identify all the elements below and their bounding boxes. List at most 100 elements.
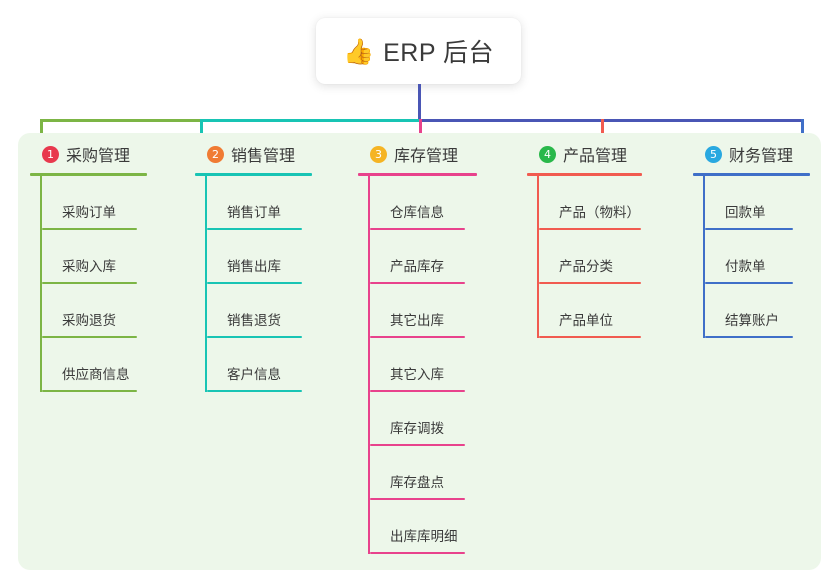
branch-item-label: 采购退货 [62,313,116,328]
branch-header-rule [195,173,312,176]
thumbs-up-icon: 👍 [342,36,375,66]
branch-item-rule [207,228,302,230]
branch-item-rule [370,498,465,500]
branch-item-list: 销售订单销售出库销售退货客户信息 [195,176,312,392]
branch-item-rule [207,336,302,338]
branch-item-label: 库存调拨 [390,421,444,436]
branch-item-label: 其它入库 [390,367,444,382]
branch-item-label: 仓库信息 [390,205,444,220]
branch-column-3[interactable]: 3 库存管理仓库信息产品库存其它出库其它入库库存调拨库存盘点出库库明细 [358,142,477,554]
branch-header-rule [693,173,810,176]
branch-item[interactable]: 销售订单 [205,176,312,230]
branch-item-label: 销售出库 [227,259,281,274]
branch-item-label: 产品单位 [559,313,613,328]
branch-item-rule [539,228,641,230]
root-title: ERP 后台 [383,39,495,67]
branch-column-4[interactable]: 4 产品管理产品（物料） 产品分类产品单位 [527,142,642,338]
branch-number-badge: 3 [370,145,387,163]
branch-title: 库存管理 [394,148,459,165]
branch-item[interactable]: 采购入库 [40,230,147,284]
connector-bus-segment-2 [200,119,419,122]
branch-item-label: 采购入库 [62,259,116,274]
branch-number-badge: 4 [539,145,556,163]
connector-bus-segment-3 [419,119,802,122]
branch-item-label: 销售退货 [227,313,281,328]
branch-item[interactable]: 客户信息 [205,338,312,392]
branch-header-1[interactable]: 1 采购管理 [30,142,147,166]
branch-item[interactable]: 采购退货 [40,284,147,338]
branch-header-2[interactable]: 2 销售管理 [195,142,312,166]
branch-number-badge: 2 [207,145,224,163]
branch-item[interactable]: 结算账户 [703,284,810,338]
branch-number-badge: 1 [42,145,59,163]
branch-title: 采购管理 [66,148,131,165]
branch-item[interactable]: 销售出库 [205,230,312,284]
branch-item-rule [370,444,465,446]
branch-title: 产品管理 [563,148,628,165]
branch-item-label: 结算账户 [725,313,779,328]
branch-item[interactable]: 产品库存 [368,230,477,284]
branch-item-label: 产品（物料） [559,205,640,220]
branch-item[interactable]: 供应商信息 [40,338,147,392]
branch-item[interactable]: 库存调拨 [368,392,477,446]
branch-item[interactable]: 出库库明细 [368,500,477,554]
branch-item[interactable]: 产品分类 [537,230,642,284]
connector-bus-segment-1 [40,119,200,122]
branch-spine [205,176,207,392]
branch-item[interactable]: 仓库信息 [368,176,477,230]
connector-root-stem [418,84,421,122]
branch-column-5[interactable]: 5 财务管理回款单付款单结算账户 [693,142,810,338]
root-node[interactable]: 👍 ERP 后台 [316,18,521,84]
branch-item-label: 产品库存 [390,259,444,274]
branch-column-1[interactable]: 1 采购管理采购订单采购入库采购退货供应商信息 [30,142,147,392]
branch-header-rule [30,173,147,176]
branch-item-list: 采购订单采购入库采购退货供应商信息 [30,176,147,392]
branch-item[interactable]: 回款单 [703,176,810,230]
branch-item-label: 回款单 [725,205,766,220]
branch-item-label: 供应商信息 [62,367,130,382]
branch-item-rule [207,282,302,284]
branch-header-5[interactable]: 5 财务管理 [693,142,810,166]
branch-item[interactable]: 销售退货 [205,284,312,338]
branch-item-rule [370,336,465,338]
branch-column-2[interactable]: 2 销售管理销售订单销售出库销售退货客户信息 [195,142,312,392]
branch-item-rule [705,336,793,338]
branch-item-list: 回款单付款单结算账户 [693,176,810,338]
branch-item-rule [42,390,137,392]
branch-item[interactable]: 产品（物料） [537,176,642,230]
branch-item-rule [207,390,302,392]
branch-item-rule [705,228,793,230]
branch-item-rule [370,282,465,284]
branch-spine [40,176,42,392]
branch-item-label: 其它出库 [390,313,444,328]
branch-item-label: 采购订单 [62,205,116,220]
branch-item-label: 出库库明细 [390,529,458,544]
branch-header-3[interactable]: 3 库存管理 [358,142,477,166]
branch-item[interactable]: 付款单 [703,230,810,284]
branch-item-label: 销售订单 [227,205,281,220]
branch-item[interactable]: 库存盘点 [368,446,477,500]
branch-spine [703,176,705,338]
branch-item-label: 产品分类 [559,259,613,274]
branch-spine [368,176,370,554]
branch-item-list: 产品（物料） 产品分类产品单位 [527,176,642,338]
branch-number-badge: 5 [705,145,722,163]
branch-item[interactable]: 产品单位 [537,284,642,338]
branch-spine [537,176,539,338]
branch-item[interactable]: 采购订单 [40,176,147,230]
branch-item-rule [42,228,137,230]
branch-item-rule [539,336,641,338]
branch-title: 财务管理 [729,148,794,165]
branch-item[interactable]: 其它入库 [368,338,477,392]
branch-header-rule [358,173,477,176]
branch-item-label: 库存盘点 [390,475,444,490]
branch-item-rule [370,552,465,554]
branch-item[interactable]: 其它出库 [368,284,477,338]
branch-header-4[interactable]: 4 产品管理 [527,142,642,166]
branch-item-rule [42,336,137,338]
branch-item-list: 仓库信息产品库存其它出库其它入库库存调拨库存盘点出库库明细 [358,176,477,554]
branch-item-rule [370,228,465,230]
branch-title: 销售管理 [231,148,296,165]
branch-panel [18,133,821,570]
